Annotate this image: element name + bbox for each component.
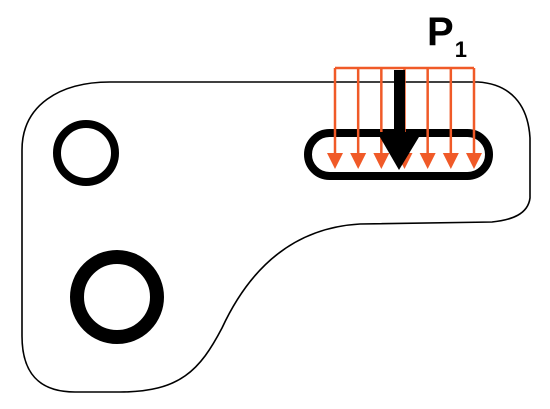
resultant-arrow-shaft [394,70,405,136]
distributed-load-arrow-head [442,153,459,169]
distributed-load-arrow-head [466,153,482,169]
small-hole [53,120,119,186]
distributed-load-arrow-head [350,153,367,169]
load-label-symbol: P [427,10,454,54]
distributed-load-arrow-head [327,153,343,169]
plate-outline [21,81,531,393]
load-label: P1 [427,10,467,61]
resultant-arrow-head [377,132,422,170]
resultant-load-arrow [377,70,422,170]
load-label-subscript: 1 [454,37,467,62]
large-hole [70,250,164,344]
distributed-load-arrow-head [373,153,390,169]
distributed-load-arrow-head [419,153,436,169]
